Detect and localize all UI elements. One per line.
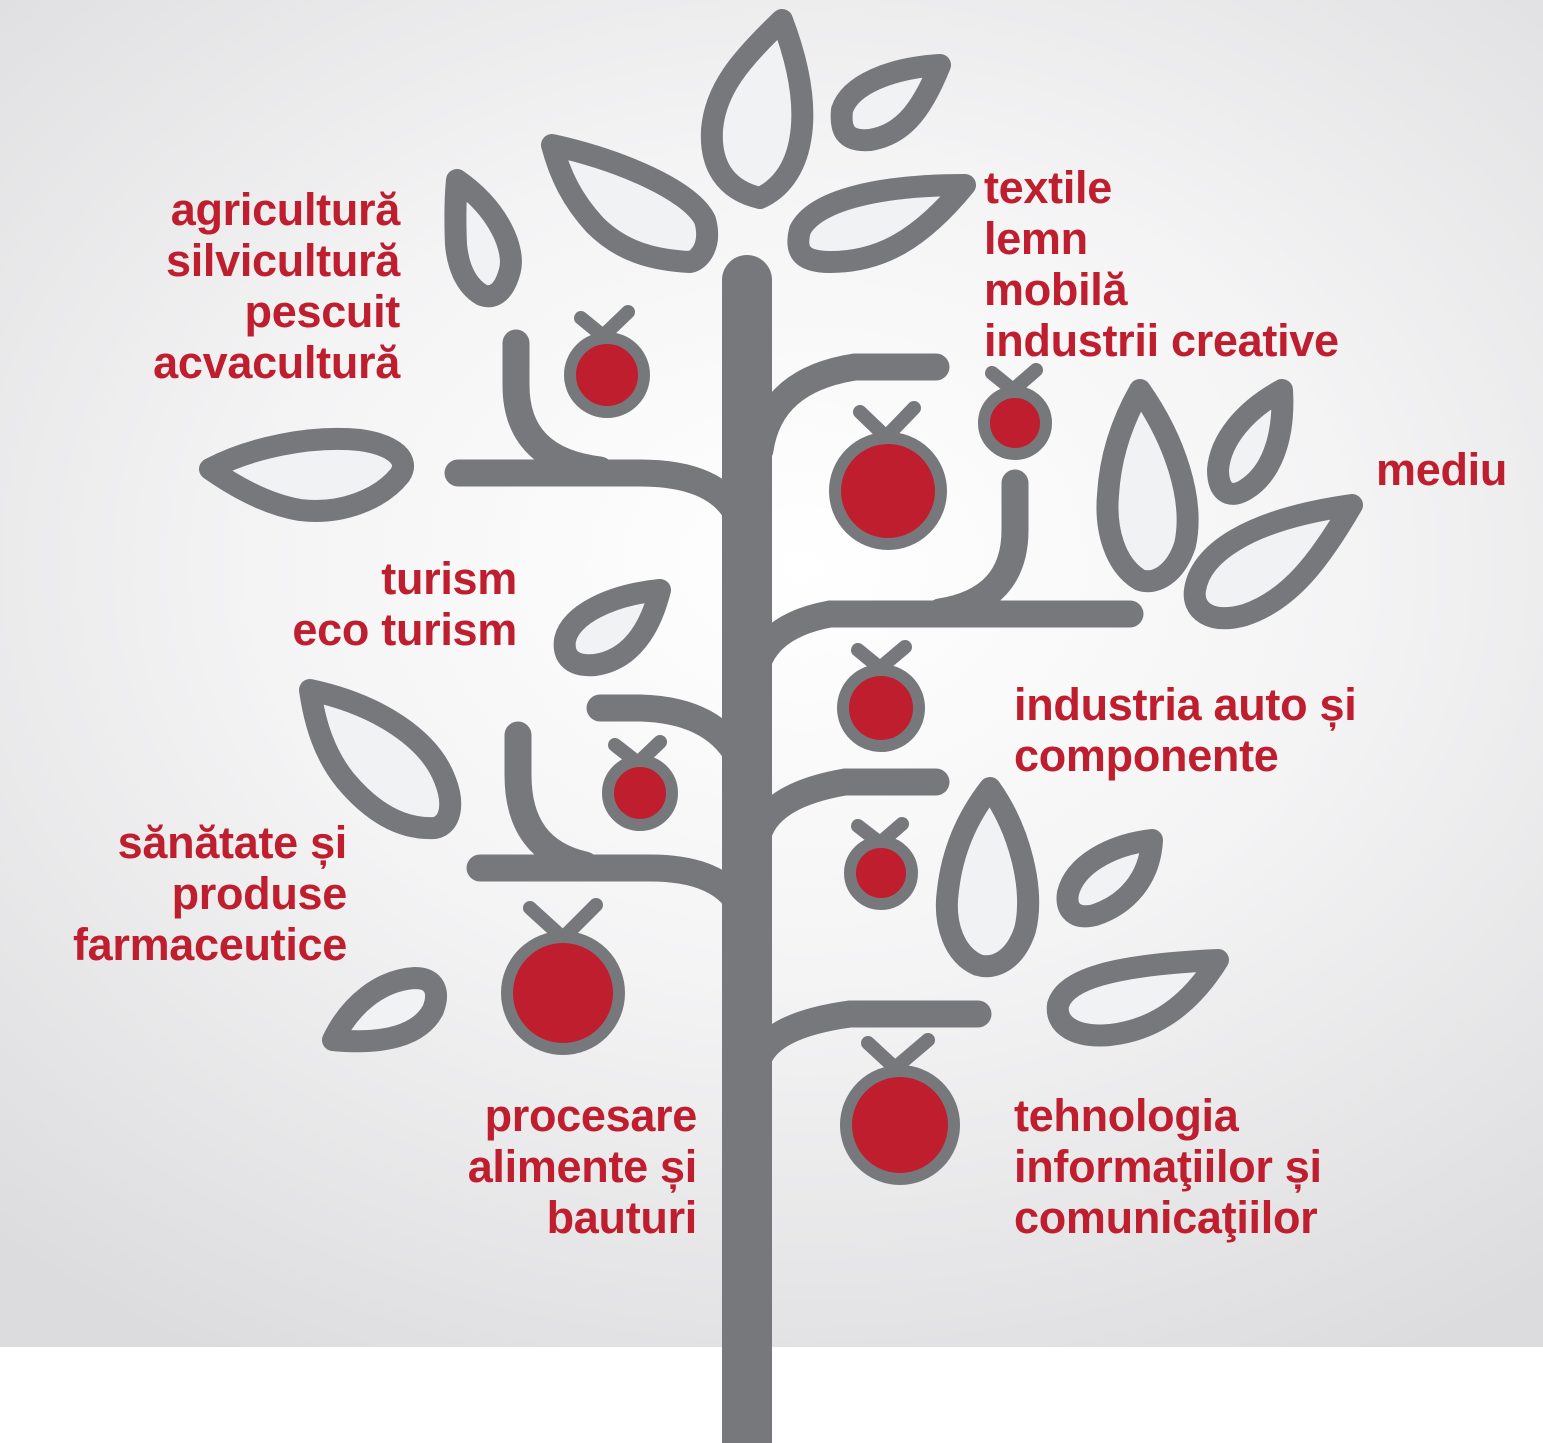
branch-right-4 <box>744 1000 992 1074</box>
fruit <box>602 755 678 831</box>
label-mediu: mediu <box>1376 444 1508 495</box>
branch-right-2 <box>743 600 1144 679</box>
branch-left-1-twig <box>502 329 614 484</box>
fruit <box>829 432 947 550</box>
branch-right-2-twig <box>926 469 1029 626</box>
leaf <box>1056 829 1163 928</box>
branch-left-1 <box>444 459 754 534</box>
leaf <box>700 9 814 209</box>
label-industria-auto: industria auto și componente <box>1014 679 1357 781</box>
leaf <box>830 54 951 152</box>
leaf <box>299 679 462 840</box>
fruit <box>837 664 925 752</box>
branch-left-3 <box>466 854 754 919</box>
branch-left-3-twig <box>504 721 599 879</box>
label-turism: turism eco turism <box>292 553 517 655</box>
label-procesare: procesare alimente și bauturi <box>467 1090 698 1243</box>
leaf <box>199 427 414 522</box>
leaf <box>553 579 671 677</box>
label-sanatate: sănătate și produse farmaceutice <box>72 817 347 970</box>
branch-right-1 <box>746 353 950 464</box>
leaf <box>1183 494 1363 630</box>
leaf <box>935 777 1040 978</box>
fruit <box>840 1065 960 1185</box>
label-textile: textile lemn mobilă industrii creative <box>984 162 1339 366</box>
fruits <box>501 305 1052 1185</box>
leaf <box>1046 949 1229 1047</box>
fruit <box>564 332 650 418</box>
fruit <box>844 836 918 910</box>
leaf <box>322 967 447 1053</box>
fruit <box>978 386 1052 460</box>
label-tehnologia: tehnologia informaţiilor și comunicaţiil… <box>1014 1090 1322 1243</box>
branch-right-3 <box>744 768 950 849</box>
fruit <box>501 931 625 1055</box>
label-agricultura: agricultură silvicultură pescuit acvacul… <box>153 184 400 388</box>
leaf <box>787 174 976 273</box>
leaf <box>444 169 522 308</box>
leaf <box>1096 379 1199 593</box>
branch-left-2 <box>586 694 754 774</box>
leaf <box>541 134 719 273</box>
leaf <box>1207 379 1294 505</box>
